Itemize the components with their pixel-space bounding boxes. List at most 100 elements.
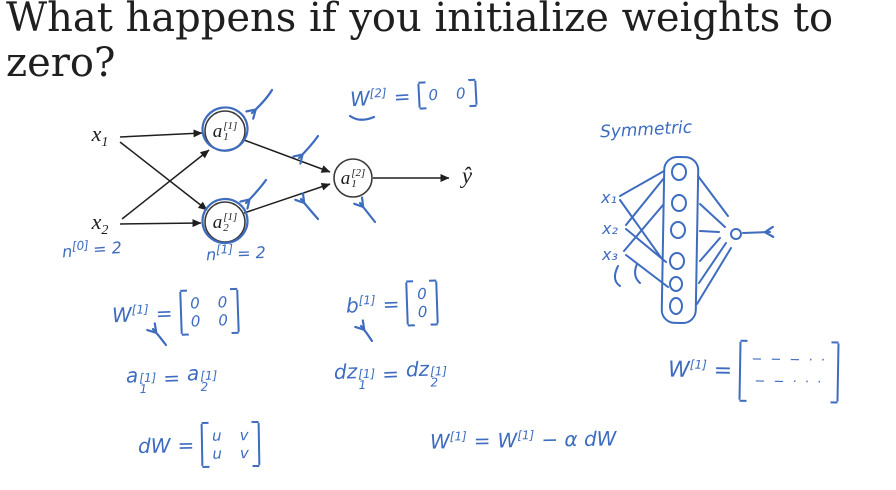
upd-equals: = <box>473 428 491 453</box>
dzeq-lhs-letter: dz <box>333 359 358 384</box>
formula-n1: n[1] = 2 <box>206 242 267 264</box>
symmetric-sketch <box>614 155 770 325</box>
dzeq-rhs-letter: dz <box>405 356 430 382</box>
hidden-node-1-label: a [1]1 <box>213 121 238 143</box>
sketch-x2-label: x₂ <box>602 219 618 238</box>
a21-scripts: [1]2 <box>223 212 237 234</box>
w2-sup: [2] <box>369 85 387 101</box>
n0-value: = 2 <box>92 238 123 260</box>
a11-base: a <box>212 121 223 142</box>
b1-matrix: 0 0 <box>405 281 439 325</box>
n1-value: = 2 <box>236 243 267 264</box>
a11-scripts: [1]1 <box>223 121 237 143</box>
dzeq-lhs: dz[1]1 <box>333 359 375 392</box>
w1r-row-0: − − − · · <box>751 351 828 369</box>
a11-sup: [1] <box>223 120 238 132</box>
w1r-letter: W <box>667 357 690 383</box>
w2-cell-1: 0 <box>455 84 467 103</box>
w1-letter: W <box>111 302 133 328</box>
b1-cell-0: 0 <box>416 284 427 304</box>
w1r-matrix: − − − · · − − · · · <box>738 341 840 402</box>
w2-cell-0: 0 <box>428 85 439 105</box>
x1-sub: 1 <box>101 135 109 151</box>
w1r-row-1: − − · · · <box>754 374 824 391</box>
dzeq-rhs-scripts: [1]2 <box>430 364 448 390</box>
w1-cell-01: 0 <box>217 293 228 312</box>
dzeq-lhs-scripts: [1]1 <box>358 367 376 393</box>
w1r-equals: = <box>713 357 733 384</box>
w2-equals: = <box>393 84 412 110</box>
yhat-label: ŷ <box>461 163 473 188</box>
ink-node-circles <box>201 106 249 245</box>
network-nodes <box>204 110 373 243</box>
n0-base: n[0] <box>61 238 89 261</box>
n1-base: n[1] <box>206 242 234 264</box>
input-label-x1: x1 <box>92 121 109 151</box>
formula-b1-zeros: b[1] = 0 0 <box>345 281 439 326</box>
n1-sup: [1] <box>215 242 234 257</box>
dw-cell-10: u <box>212 444 223 463</box>
x2-base: x <box>91 208 102 234</box>
aeq-rhs: a[1]2 <box>186 360 218 394</box>
dzeq-lhs-sub: 1 <box>358 377 367 393</box>
a12-base: a <box>340 168 351 189</box>
aeq-rhs-sub: 2 <box>200 379 209 394</box>
upd-lhs-letter: W <box>429 429 451 454</box>
dw-cell-01: v <box>239 426 249 445</box>
formula-update-rule: W[1] = W[1] − α dW <box>430 426 617 453</box>
b1-cell-1: 0 <box>417 302 428 322</box>
w2-base: W[2] <box>349 85 387 112</box>
a21-sub: 2 <box>223 222 229 234</box>
upd-lhs: W[1] <box>429 429 467 454</box>
b1-row-0: 0 <box>416 284 427 304</box>
x2-sub: 2 <box>101 223 109 239</box>
w1-equals: = <box>155 301 173 326</box>
b1-equals: = <box>382 291 400 317</box>
title-line-1: What happens if you initialize weights t… <box>6 0 834 41</box>
b1-row-1: 0 <box>417 302 428 322</box>
upd-tail: − α dW <box>541 426 617 452</box>
hidden-node-2-label: a [1]2 <box>213 212 238 234</box>
x1-base: x <box>91 120 102 146</box>
formula-dz-equal: dz[1]1 = dz[1]2 <box>333 356 447 392</box>
aeq-lhs-sub: 1 <box>139 381 148 397</box>
ink-check-arrows <box>153 88 377 347</box>
output-node-label: a [2]1 <box>341 168 366 190</box>
w1r-base: W[1] <box>668 357 707 383</box>
w2-letter: W <box>349 86 371 112</box>
a12-sub: 1 <box>351 178 357 190</box>
b1-letter: b <box>345 293 360 318</box>
aeq-lhs: a[1]1 <box>125 363 156 396</box>
formula-w1-rows: W[1] = − − − · · − − · · · <box>668 341 840 402</box>
b1-sup: [1] <box>358 292 376 308</box>
sketch-x1-label: x₁ <box>601 188 617 207</box>
aeq-rhs-scripts: [1]2 <box>200 368 218 394</box>
a12-sup: [2] <box>351 167 366 179</box>
w1-cell-10: 0 <box>190 312 201 331</box>
dzeq-equals: = <box>381 361 400 387</box>
aeq-lhs-scripts: [1]1 <box>139 371 157 397</box>
formula-a-equal: a[1]1 = a[1]2 <box>125 360 218 396</box>
w1r-sup: [1] <box>689 357 707 372</box>
network-edges <box>119 129 450 228</box>
dw-equals: = <box>177 433 195 458</box>
aeq-lhs-letter: a <box>125 363 139 388</box>
w1-cell-11: 0 <box>218 311 229 330</box>
a12-scripts: [2]1 <box>351 168 365 190</box>
upd-rhs: W[1] <box>497 428 534 452</box>
w1-base: W[1] <box>112 302 150 327</box>
b1-base: b[1] <box>346 293 377 318</box>
dzeq-rhs: dz[1]2 <box>405 356 448 390</box>
w1-cell-00: 0 <box>189 294 201 313</box>
dw-cell-00: u <box>211 426 222 445</box>
